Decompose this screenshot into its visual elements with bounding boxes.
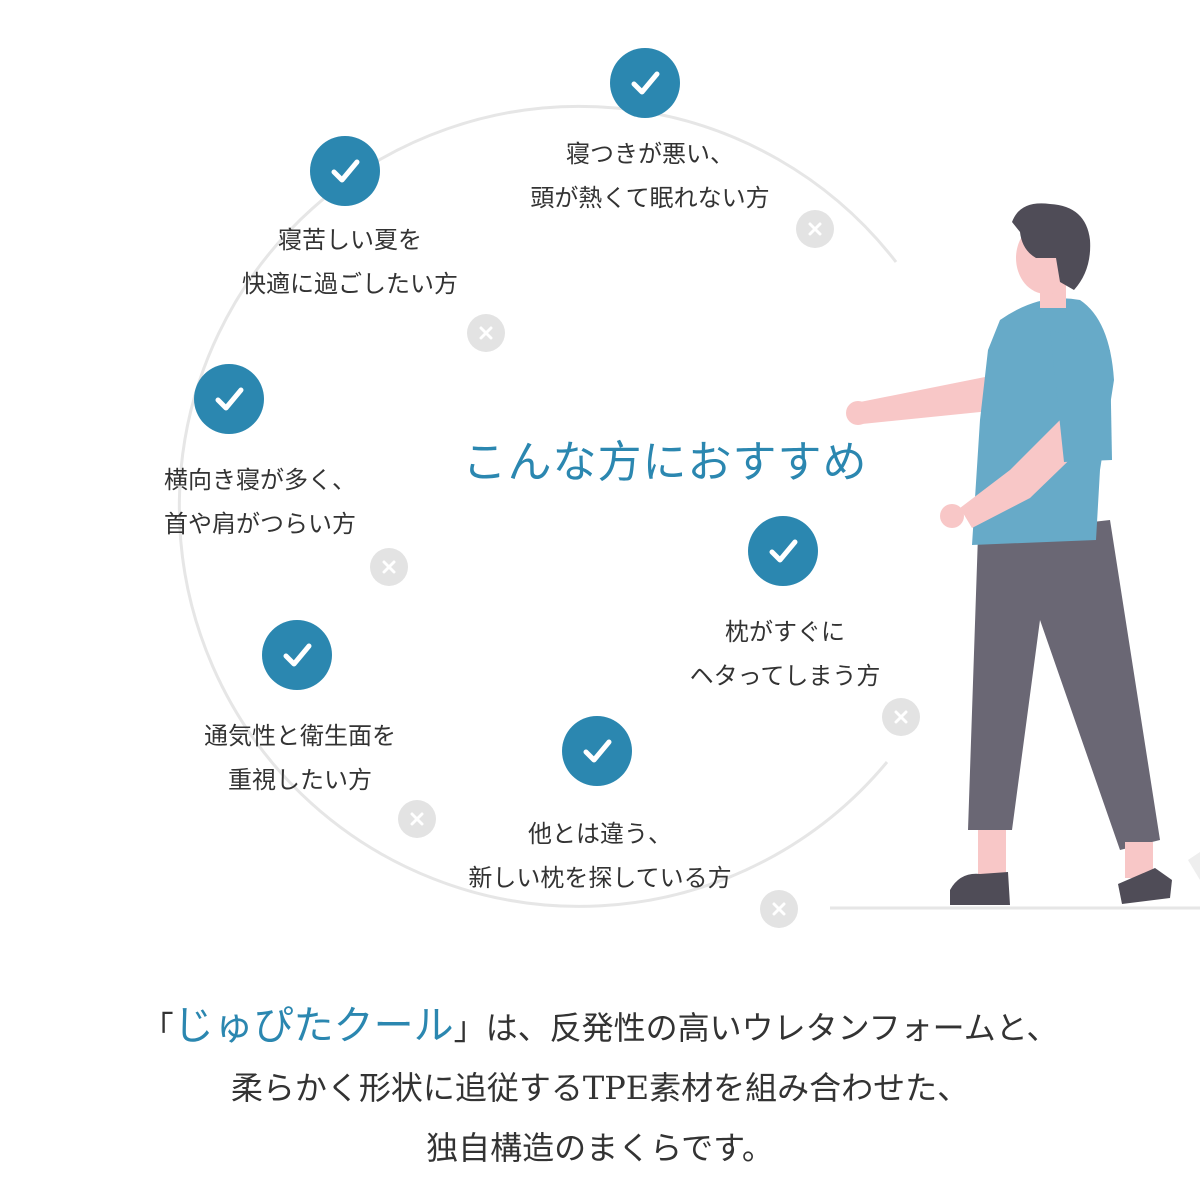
person-illustration bbox=[846, 203, 1172, 905]
close-icon bbox=[796, 210, 834, 248]
person-front-hand bbox=[940, 504, 964, 528]
item-label-line1: 横向き寝が多く、 bbox=[164, 466, 356, 494]
item-label-line1: 寝つきが悪い、 bbox=[566, 140, 734, 168]
person-shoe-right bbox=[1118, 868, 1172, 904]
item-label-line1: 枕がすぐに bbox=[725, 618, 845, 646]
item-label: 寝苦しい夏を 快適に過ごしたい方 bbox=[190, 218, 510, 306]
item-label: 通気性と衛生面を 重視したい方 bbox=[150, 714, 450, 802]
description-line-2: 柔らかく形状に追従するTPE素材を組み合わせた、 bbox=[230, 1069, 970, 1107]
person-sleeve bbox=[1050, 330, 1112, 462]
brand-name: じゅぴたクール bbox=[173, 1003, 454, 1049]
description-line-1-rest: は、反発性の高いウレタンフォームと、 bbox=[485, 1009, 1059, 1047]
item-label-line2: 首や肩がつらい方 bbox=[164, 510, 356, 538]
description-line-1: 「じゅぴたクール」は、反発性の高いウレタンフォームと、 bbox=[0, 996, 1200, 1058]
item-label: 横向き寝が多く、 首や肩がつらい方 bbox=[110, 458, 410, 546]
close-icon bbox=[882, 698, 920, 736]
close-icon bbox=[467, 314, 505, 352]
person-ankle-left bbox=[978, 830, 1006, 880]
item-label-line1: 寝苦しい夏を bbox=[278, 226, 422, 254]
brand-close-bracket: 」 bbox=[453, 1009, 486, 1047]
item-label: 他とは違う、 新しい枕を探している方 bbox=[420, 812, 780, 900]
person-front-arm bbox=[960, 420, 1090, 528]
person-arm bbox=[860, 376, 1000, 424]
check-icon bbox=[194, 364, 264, 434]
item-label-line2: 重視したい方 bbox=[228, 766, 372, 794]
check-icon bbox=[748, 516, 818, 586]
check-icon bbox=[562, 716, 632, 786]
check-icon bbox=[610, 48, 680, 118]
person-pants bbox=[968, 520, 1160, 850]
description: 「じゅぴたクール」は、反発性の高いウレタンフォームと、 柔らかく形状に追従するT… bbox=[0, 996, 1200, 1178]
person-hair bbox=[1012, 203, 1091, 290]
center-title: こんな方におすすめ bbox=[462, 437, 868, 488]
close-icon bbox=[398, 800, 436, 838]
check-icon bbox=[310, 136, 380, 206]
item-label-line2: 新しい枕を探している方 bbox=[468, 864, 732, 892]
brand-open-bracket: 「 bbox=[141, 1009, 174, 1047]
floor-fragment bbox=[1188, 852, 1200, 880]
close-icon bbox=[760, 890, 798, 928]
check-icon bbox=[262, 620, 332, 690]
person-hand bbox=[846, 401, 870, 425]
item-label-line2: ヘタってしまう方 bbox=[689, 662, 881, 690]
item-label: 寝つきが悪い、 頭が熱くて眠れない方 bbox=[470, 132, 830, 220]
close-icon bbox=[370, 548, 408, 586]
item-label: 枕がすぐに ヘタってしまう方 bbox=[650, 610, 920, 698]
item-label-line2: 快適に過ごしたい方 bbox=[242, 270, 458, 298]
item-label-line1: 他とは違う、 bbox=[528, 820, 672, 848]
item-label-line2: 頭が熱くて眠れない方 bbox=[530, 184, 770, 212]
person-shoe-left bbox=[950, 872, 1010, 905]
item-label-line1: 通気性と衛生面を bbox=[204, 722, 396, 750]
description-line-3: 独自構造のまくらです。 bbox=[426, 1129, 774, 1167]
